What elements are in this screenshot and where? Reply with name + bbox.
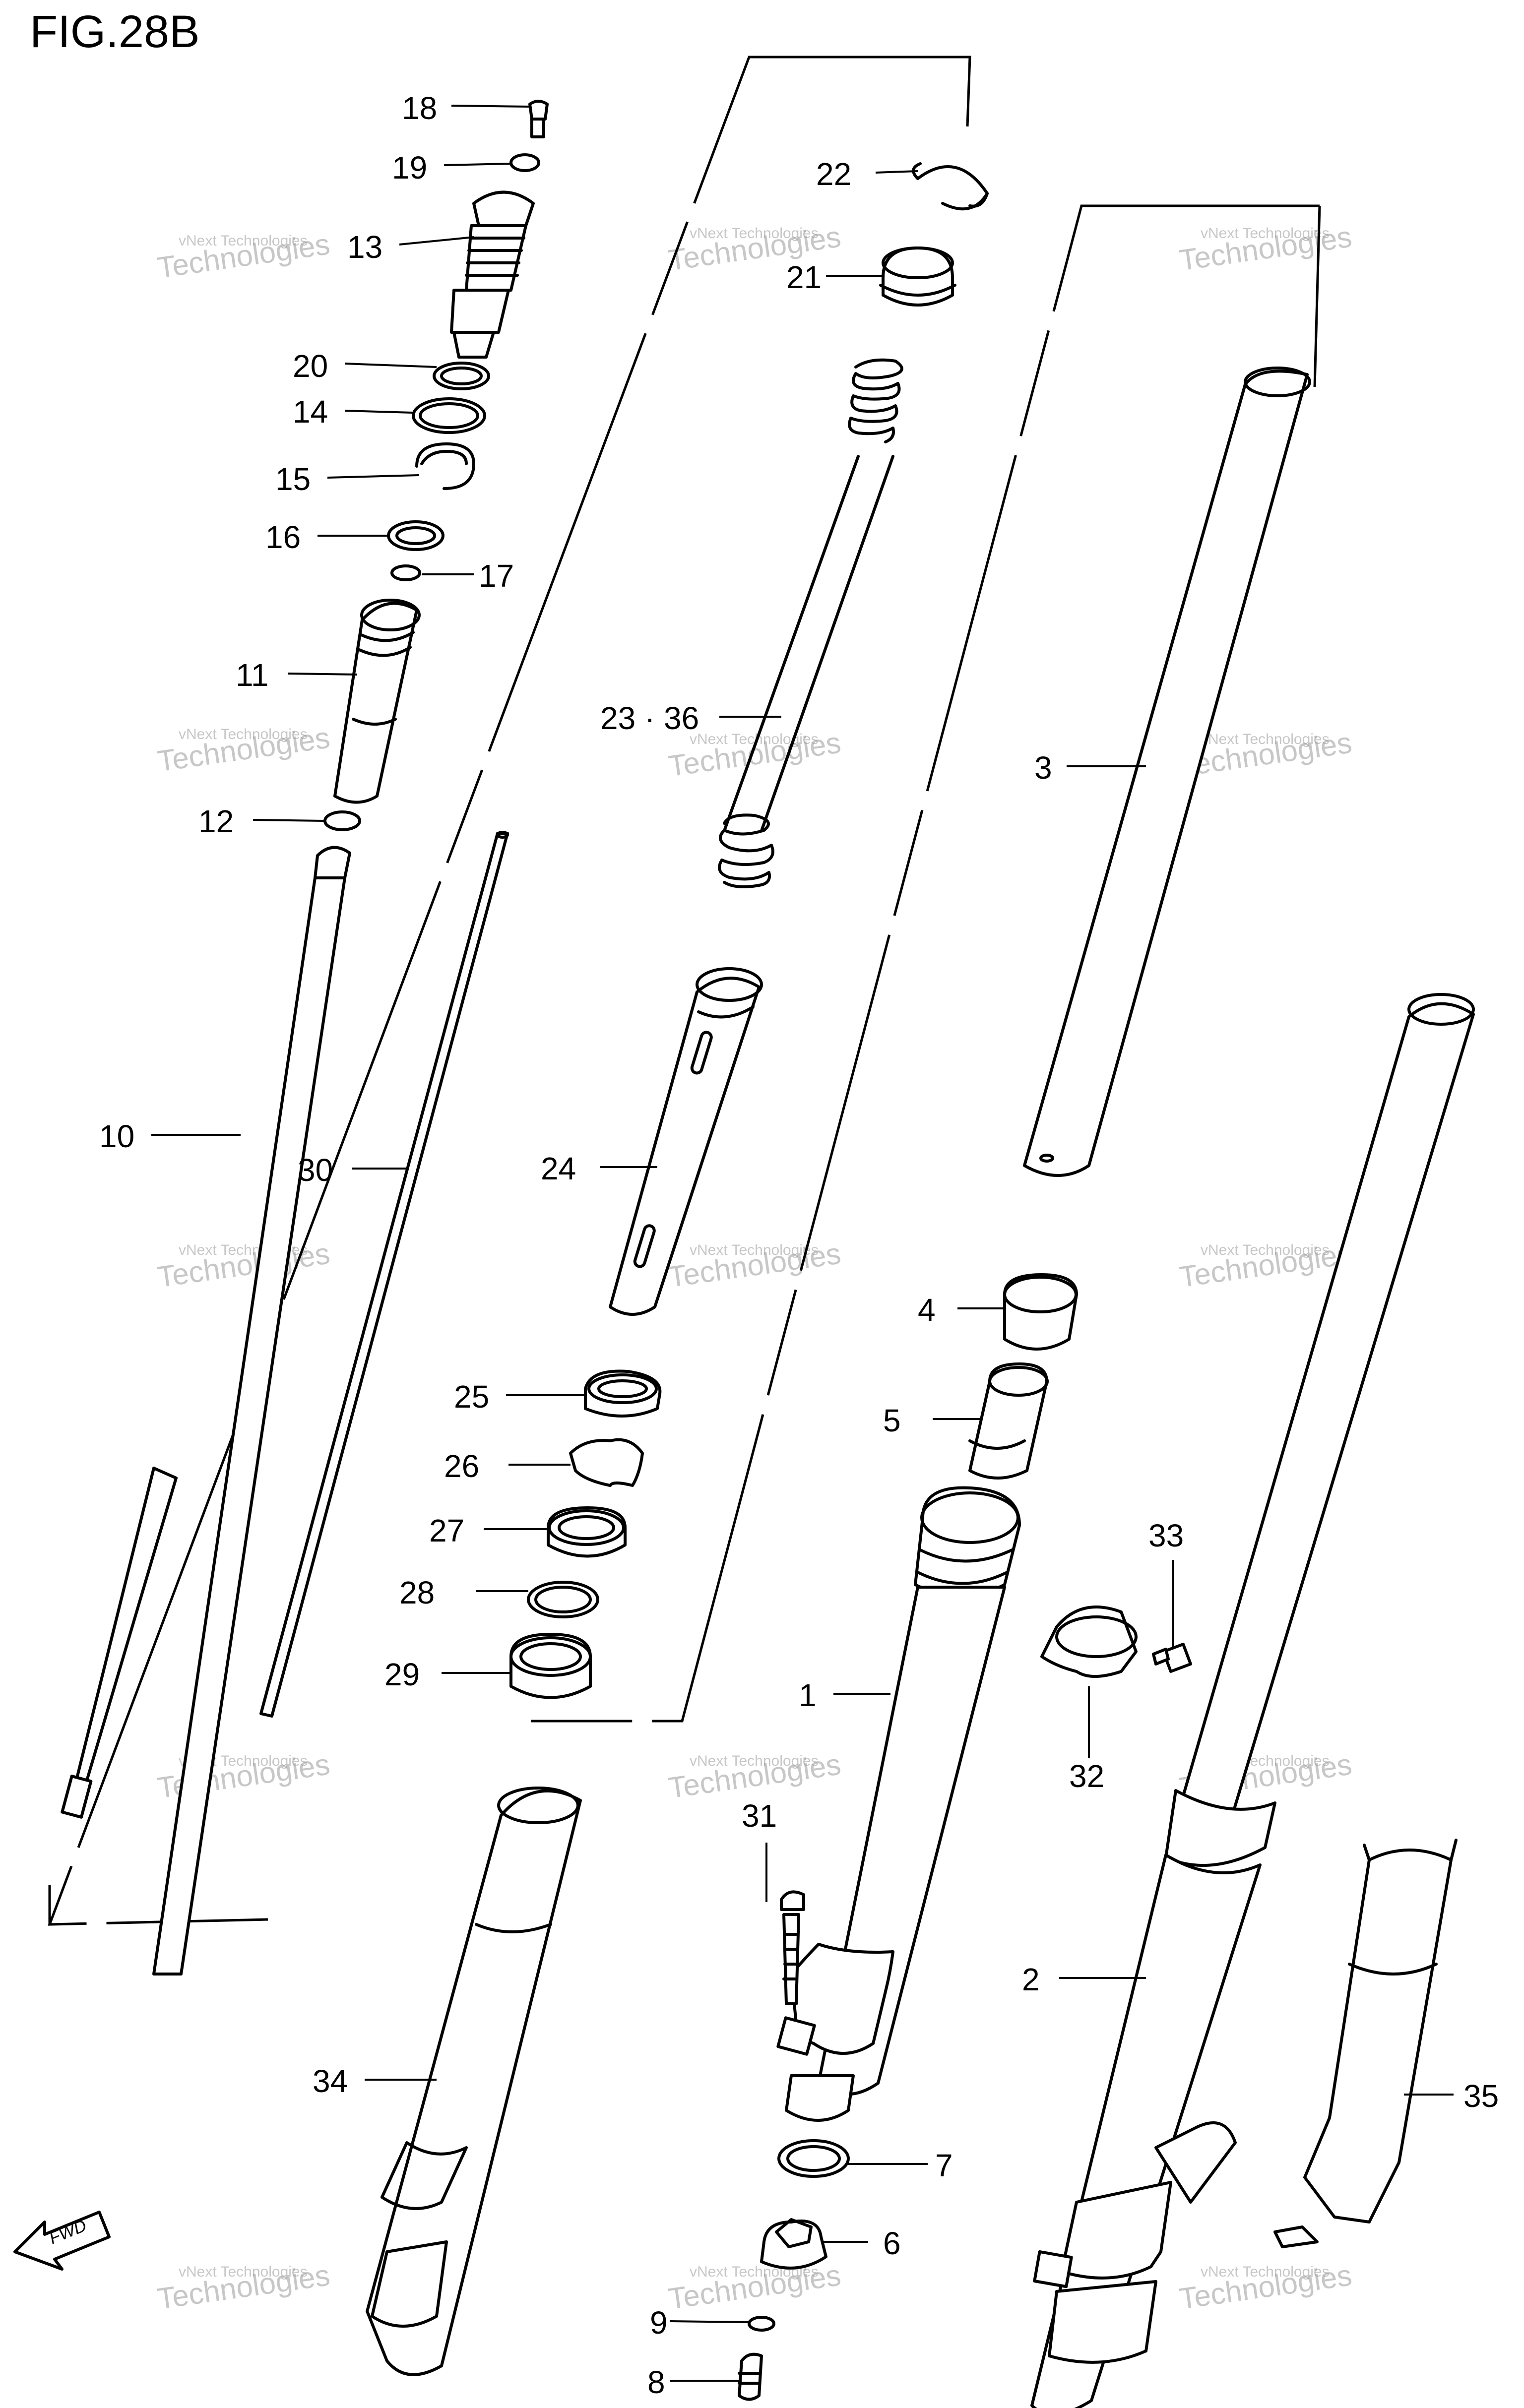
part-15-clip (415, 442, 475, 490)
watermark: vNext Technologies (1201, 225, 1330, 242)
watermark: vNext Technologies (179, 2264, 308, 2280)
part-7-oring (777, 2139, 850, 2178)
part-6-nut (760, 2218, 827, 2270)
part-29-collar (509, 1633, 592, 1699)
part-33-bolt (1152, 1643, 1192, 1673)
callout-15: 15 (275, 461, 311, 497)
callout-labels: 18 19 13 20 14 15 16 17 11 12 10 30 22 2… (99, 90, 1499, 2400)
part-10-damper-rod (61, 846, 351, 1976)
callout-17: 17 (479, 558, 514, 594)
part-13-adjuster (450, 190, 535, 359)
fwd-arrow-icon: FWD (13, 2211, 111, 2271)
callout-1: 1 (799, 1677, 817, 1713)
part-11-collar (333, 599, 421, 804)
part-19-washer (509, 153, 540, 172)
callout-5: 5 (883, 1403, 901, 1438)
part-1-inner-tube (776, 1486, 1021, 2122)
outline-spring-group (531, 204, 1320, 1723)
part-12-oring (323, 810, 361, 831)
callout-34: 34 (313, 2063, 348, 2099)
callout-25: 25 (454, 1379, 489, 1415)
watermark: vNext Technologies (1201, 2264, 1330, 2280)
part-16-washer (387, 520, 444, 551)
part-28-washer (527, 1581, 599, 1618)
part-21-cap (879, 247, 956, 307)
watermark: vNext Technologies (1201, 1242, 1330, 1258)
callout-24: 24 (541, 1151, 576, 1186)
figure-title: FIG.28B (30, 6, 200, 57)
part-20-oring (433, 362, 490, 390)
callout-35: 35 (1463, 2078, 1499, 2114)
part-23-36-spring (718, 358, 903, 888)
callout-28: 28 (399, 1575, 435, 1610)
callout-9: 9 (650, 2305, 668, 2341)
callout-31: 31 (742, 1798, 777, 1834)
callout-27: 27 (429, 1513, 464, 1548)
part-2-outer-tube (1030, 993, 1475, 2408)
part-18-bolt (528, 100, 549, 138)
watermark: vNext Technologies (179, 726, 308, 742)
callout-19: 19 (392, 150, 427, 185)
part-24-tube (609, 967, 763, 1316)
callout-30: 30 (298, 1152, 333, 1188)
callout-14: 14 (293, 394, 328, 430)
callout-20: 20 (293, 348, 328, 384)
callout-2: 2 (1022, 1962, 1040, 1997)
callout-33: 33 (1148, 1518, 1184, 1553)
callout-8: 8 (647, 2364, 665, 2400)
part-35-guard (1273, 1839, 1458, 2248)
callout-29: 29 (384, 1657, 420, 1692)
callout-10: 10 (99, 1118, 134, 1154)
callout-6: 6 (883, 2225, 901, 2261)
part-5-tube (968, 1362, 1049, 1480)
callout-3: 3 (1034, 750, 1052, 786)
part-17-washer (390, 564, 421, 581)
callout-11: 11 (236, 657, 268, 693)
watermark: vNext Technologies (690, 1242, 819, 1258)
part-4-bushing (1003, 1273, 1078, 1351)
part-25-bushing (584, 1369, 662, 1418)
part-26-seal (569, 1438, 644, 1487)
outline-top-right (1313, 205, 1321, 387)
watermark: vNext Technologies (690, 1753, 819, 1769)
part-30-rod (259, 831, 509, 1718)
callout-12: 12 (198, 803, 234, 839)
part-27-ring (547, 1506, 627, 1558)
leader-lines (151, 105, 1454, 2382)
part-34-guard (366, 1787, 582, 2376)
callout-7: 7 (935, 2148, 953, 2183)
outline-inner-tube-group (48, 56, 971, 1926)
callout-16: 16 (265, 519, 301, 555)
part-22-circlip (912, 162, 989, 211)
part-3-tube (1023, 367, 1311, 1177)
callout-23-36: 23 · 36 (600, 700, 699, 736)
part-9-washer (748, 2316, 775, 2332)
callout-21: 21 (786, 259, 822, 295)
callout-32: 32 (1069, 1758, 1104, 1794)
callout-26: 26 (444, 1448, 479, 1484)
callout-22: 22 (816, 156, 851, 192)
part-32-clamp (1040, 1605, 1138, 1678)
callout-18: 18 (402, 90, 437, 126)
part-14-ring (412, 397, 486, 434)
watermark: vNext Technologies (690, 225, 819, 242)
part-8-bolt (738, 2352, 763, 2401)
part-31-bolt (780, 1890, 805, 2005)
watermark: vNext Technologies (1201, 731, 1330, 747)
watermark: vNext Technologies (179, 233, 308, 249)
callout-4: 4 (918, 1292, 936, 1328)
assembly-outlines (48, 56, 1321, 1926)
callout-13: 13 (347, 229, 382, 265)
